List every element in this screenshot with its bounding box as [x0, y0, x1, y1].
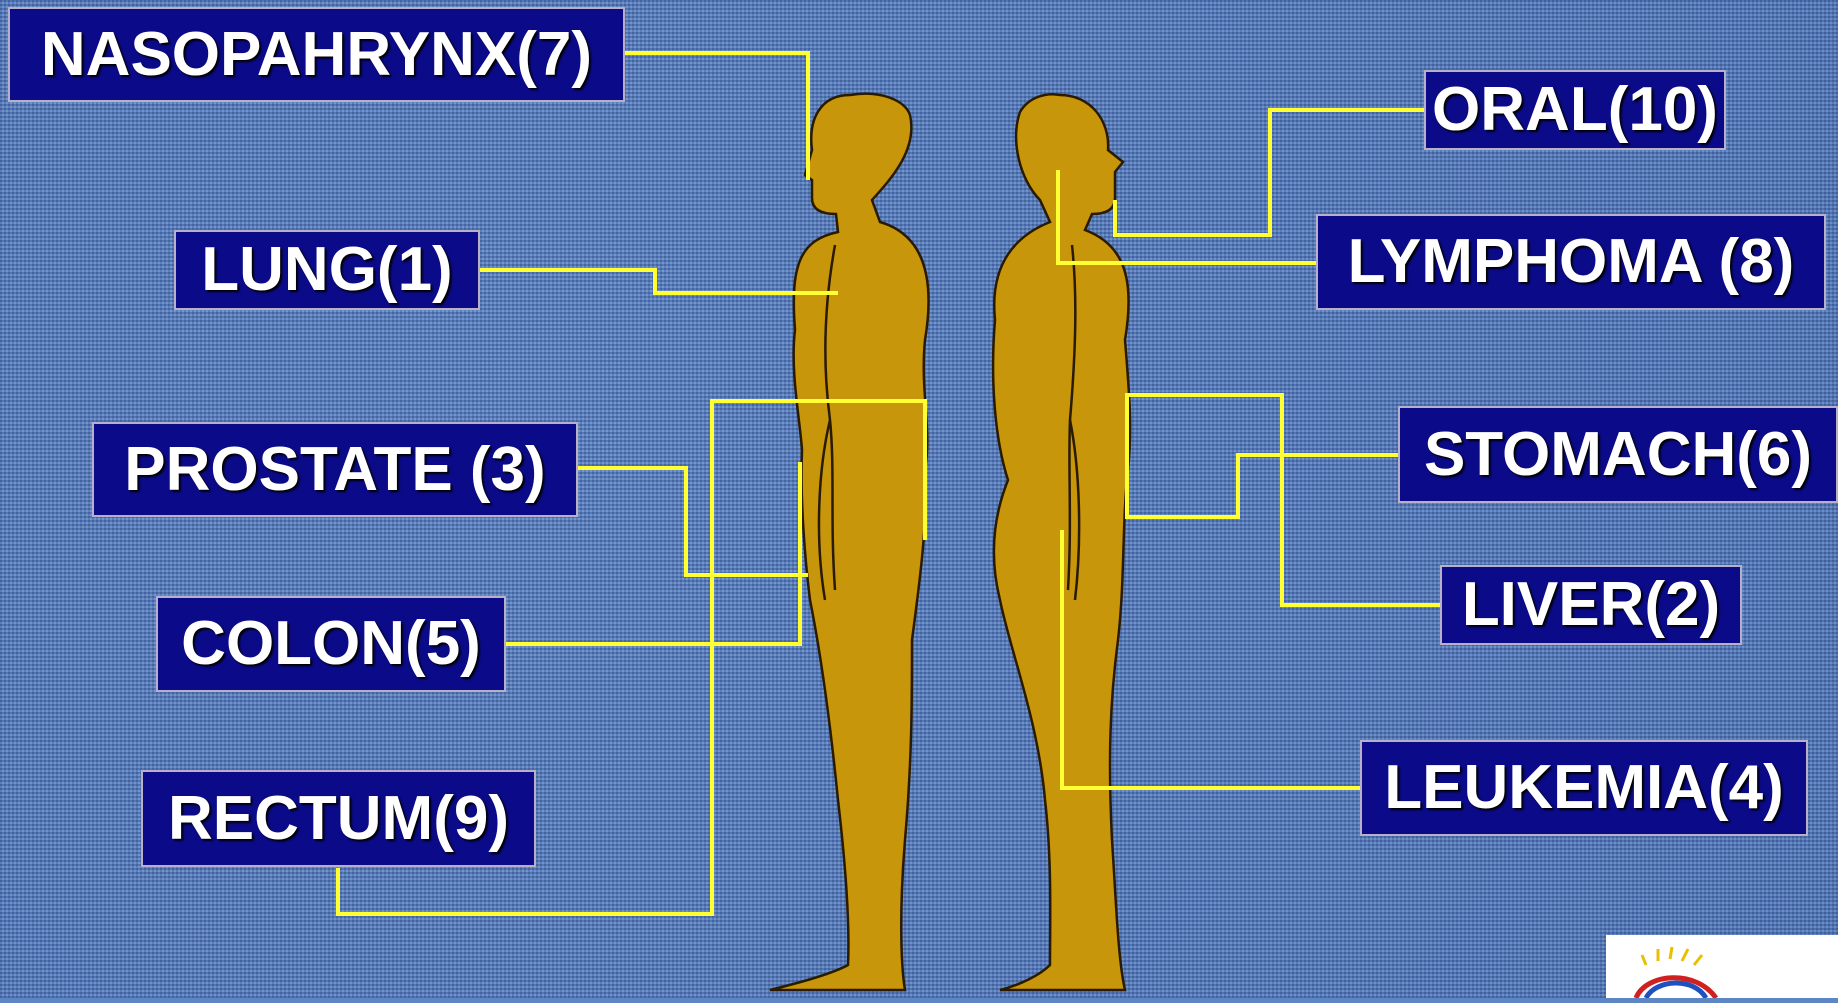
connector-leukemia — [1060, 530, 1360, 790]
connector-stomach — [1125, 393, 1440, 607]
connector-rectum — [336, 399, 927, 916]
label-lung: LUNG(1) — [174, 230, 480, 310]
connector-prostate — [578, 466, 808, 577]
connector-lung — [480, 268, 838, 295]
label-stomach: STOMACH(6) — [1398, 406, 1838, 503]
label-leukemia: LEUKEMIA(4) — [1360, 740, 1808, 836]
connector-colon — [506, 462, 802, 646]
connector-oral — [1113, 108, 1424, 237]
corner-logo — [1606, 935, 1838, 1000]
label-prostate: PROSTATE (3) — [92, 422, 578, 517]
connector-lymphoma — [1056, 170, 1316, 265]
label-lymphoma: LYMPHOMA (8) — [1316, 214, 1826, 310]
label-oral: ORAL(10) — [1424, 70, 1726, 150]
label-liver: LIVER(2) — [1440, 565, 1742, 645]
label-rectum: RECTUM(9) — [141, 770, 536, 867]
sun-logo-icon — [1633, 946, 1719, 1000]
connector-nasopharynx — [624, 51, 810, 180]
label-colon: COLON(5) — [156, 596, 506, 692]
label-nasopharynx: NASOPAHRYNX(7) — [8, 7, 625, 102]
male-figure-left — [769, 92, 930, 992]
connector-lines — [336, 51, 1440, 916]
